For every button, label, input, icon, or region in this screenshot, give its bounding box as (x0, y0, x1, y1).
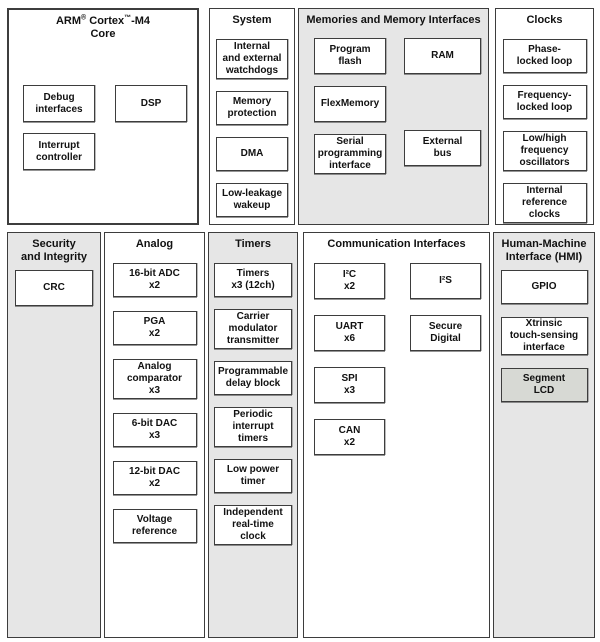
box-crc: CRC (15, 269, 93, 306)
box-secure-digital: Secure Digital (410, 315, 481, 351)
box-program-flash: Program flash (314, 38, 386, 74)
box-voltage-reference: Voltage reference (112, 508, 197, 543)
box-low-leakage-wakeup: Low-leakage wakeup (216, 182, 288, 217)
box-can: CAN x2 (314, 419, 385, 455)
box-uart: UART x6 (314, 315, 385, 351)
panel-system: System Internal and external watchdogs M… (209, 8, 295, 225)
panel-hmi: Human-Machine Interface (HMI) GPIO Xtrin… (493, 232, 595, 638)
box-external-bus: External bus (404, 130, 481, 166)
box-spi: SPI x3 (314, 367, 385, 403)
box-dma: DMA (216, 136, 288, 171)
box-pga: PGA x2 (112, 310, 197, 345)
box-serial-programming-interface: Serial programming interface (314, 134, 386, 174)
box-low-power-timer: Low power timer (214, 458, 292, 493)
box-dsp: DSP (115, 85, 187, 122)
box-interrupt-controller: Interrupt controller (23, 133, 95, 170)
box-i2s: I²S (410, 263, 481, 299)
box-memory-protection: Memory protection (216, 90, 288, 125)
box-debug-interfaces: Debug interfaces (23, 85, 95, 122)
box-flexmemory: FlexMemory (314, 86, 386, 122)
system-panel-title: System (232, 14, 272, 26)
box-gpio: GPIO (500, 269, 588, 304)
analog-panel-title: Analog (135, 238, 174, 250)
panel-communication-interfaces: Communication Interfaces I²C x2 UART x6 … (303, 232, 490, 638)
box-programmable-delay-block: Programmable delay block (214, 360, 292, 395)
box-carrier-modulator-transmitter: Carrier modulator transmitter (214, 308, 292, 349)
hmi-panel-title: Human-Machine Interface (HMI) (501, 238, 587, 263)
box-low-high-frequency-oscillators: Low/high frequency oscillators (502, 130, 587, 171)
box-ram: RAM (404, 38, 481, 74)
panel-memories: Memories and Memory Interfaces Program f… (298, 8, 489, 225)
clocks-panel-title: Clocks (526, 14, 563, 26)
box-16-bit-adc: 16-bit ADC x2 (112, 262, 197, 297)
box-i2c: I²C x2 (314, 263, 385, 299)
box-analog-comparator: Analog comparator x3 (112, 358, 197, 399)
box-segment-lcd: Segment LCD (500, 367, 588, 402)
panel-security-integrity: Security and Integrity CRC (7, 232, 101, 638)
box-6-bit-dac: 6-bit DAC x3 (112, 412, 197, 447)
box-xtrinsic-touch-sensing-interface: Xtrinsic touch-sensing interface (500, 316, 588, 355)
box-internal-reference-clocks: Internal reference clocks (502, 182, 587, 223)
panel-timers: Timers Timers x3 (12ch) Carrier modulato… (208, 232, 298, 638)
box-periodic-interrupt-timers: Periodic interrupt timers (214, 406, 292, 447)
box-independent-real-time-clock: Independent real-time clock (214, 504, 292, 545)
box-frequency-locked-loop: Frequency- locked loop (502, 84, 587, 119)
panel-analog: Analog 16-bit ADC x2 PGA x2 Analog compa… (104, 232, 205, 638)
box-phase-locked-loop: Phase- locked loop (502, 38, 587, 73)
box-12-bit-dac: 12-bit DAC x2 (112, 460, 197, 495)
memories-panel-title: Memories and Memory Interfaces (306, 14, 481, 26)
comm-panel-title: Communication Interfaces (327, 238, 466, 250)
box-internal-external-watchdogs: Internal and external watchdogs (216, 38, 288, 79)
security-panel-title: Security and Integrity (20, 238, 87, 263)
box-timers-x3: Timers x3 (12ch) (214, 262, 292, 297)
core-panel-title-line2: Core (90, 27, 116, 40)
timers-panel-title: Timers (235, 238, 271, 250)
panel-clocks: Clocks Phase- locked loop Frequency- loc… (495, 8, 594, 225)
